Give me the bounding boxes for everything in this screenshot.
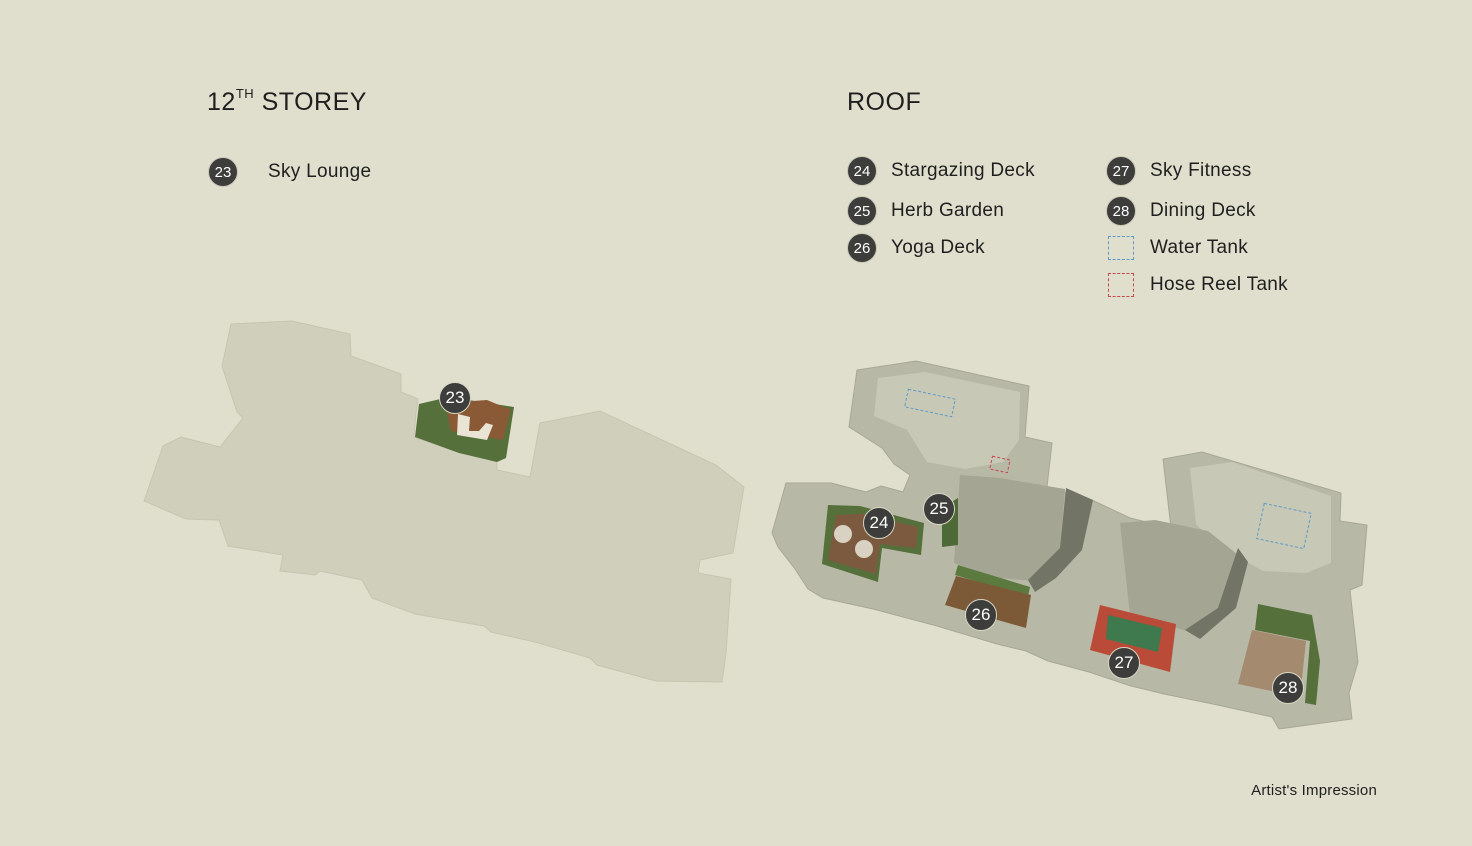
legend-label-herb-garden: Herb Garden — [891, 200, 1005, 221]
storey-12-title: 12TH STOREY — [207, 86, 367, 117]
roof-title: ROOF — [847, 88, 922, 116]
stargazing-deck-seat-2 — [855, 540, 873, 558]
storey-12-title-suffix: TH — [235, 86, 255, 101]
storey-12-plan — [143, 320, 745, 683]
legend-label-stargazing-deck: Stargazing Deck — [891, 160, 1035, 181]
storey-12-title-number: 12 — [207, 88, 236, 116]
sky-lounge-seating — [457, 414, 493, 440]
legend-badge-23: 23 — [208, 157, 238, 187]
legend-badge-26: 26 — [847, 233, 877, 263]
hose-reel-tank-icon — [989, 455, 1011, 474]
hose-reel-tank-swatch-icon — [1108, 273, 1134, 297]
map-marker-24: 24 — [863, 507, 895, 539]
legend-item-sky-fitness: 27 Sky Fitness — [1106, 156, 1252, 186]
map-marker-26: 26 — [965, 599, 997, 631]
legend-item-herb-garden: 25 Herb Garden — [847, 196, 1004, 226]
legend-badge-24: 24 — [847, 156, 877, 186]
artists-impression-note: Artist's Impression — [1251, 782, 1377, 799]
legend-item-sky-lounge: 23 Sky Lounge — [208, 157, 371, 187]
stargazing-deck-floor — [828, 514, 918, 574]
legend-item-yoga-deck: 26 Yoga Deck — [847, 233, 985, 263]
legend-badge-28: 28 — [1106, 196, 1136, 226]
legend-label-hose-reel-tank: Hose Reel Tank — [1150, 274, 1288, 295]
legend-badge-25: 25 — [847, 196, 877, 226]
storey-12-building-outline — [143, 320, 745, 683]
water-tank-swatch-icon — [1108, 236, 1134, 260]
roof-upper-block-left — [874, 372, 1020, 469]
legend-label-sky-fitness: Sky Fitness — [1150, 160, 1252, 181]
roof-core-right — [1120, 520, 1237, 631]
dining-deck-greenery — [1255, 604, 1320, 705]
legend-item-hose-reel-tank: Hose Reel Tank — [1106, 270, 1288, 300]
legend-label-water-tank: Water Tank — [1150, 237, 1249, 258]
roof-plan — [771, 360, 1368, 730]
legend-badge-27: 27 — [1106, 156, 1136, 186]
herb-garden-strip — [955, 565, 1030, 597]
map-marker-25: 25 — [923, 493, 955, 525]
stargazing-deck-seat-1 — [834, 525, 852, 543]
water-tank-left-icon — [904, 388, 956, 418]
water-tank-right-icon — [1256, 502, 1312, 550]
legend-item-stargazing-deck: 24 Stargazing Deck — [847, 156, 1035, 186]
roof-stair-right — [1185, 548, 1248, 639]
legend-item-water-tank: Water Tank — [1106, 233, 1248, 263]
legend-label-sky-lounge: Sky Lounge — [268, 161, 372, 182]
roof-stair-left — [1028, 488, 1093, 592]
legend-item-dining-deck: 28 Dining Deck — [1106, 196, 1256, 226]
roof-core-left — [954, 475, 1065, 581]
map-marker-23: 23 — [439, 382, 471, 414]
map-marker-27: 27 — [1108, 647, 1140, 679]
sky-fitness-equipment — [1106, 615, 1162, 652]
storey-12-title-word: STOREY — [261, 88, 367, 116]
legend-label-dining-deck: Dining Deck — [1150, 200, 1256, 221]
map-marker-28: 28 — [1272, 672, 1304, 704]
legend-label-yoga-deck: Yoga Deck — [891, 237, 985, 258]
